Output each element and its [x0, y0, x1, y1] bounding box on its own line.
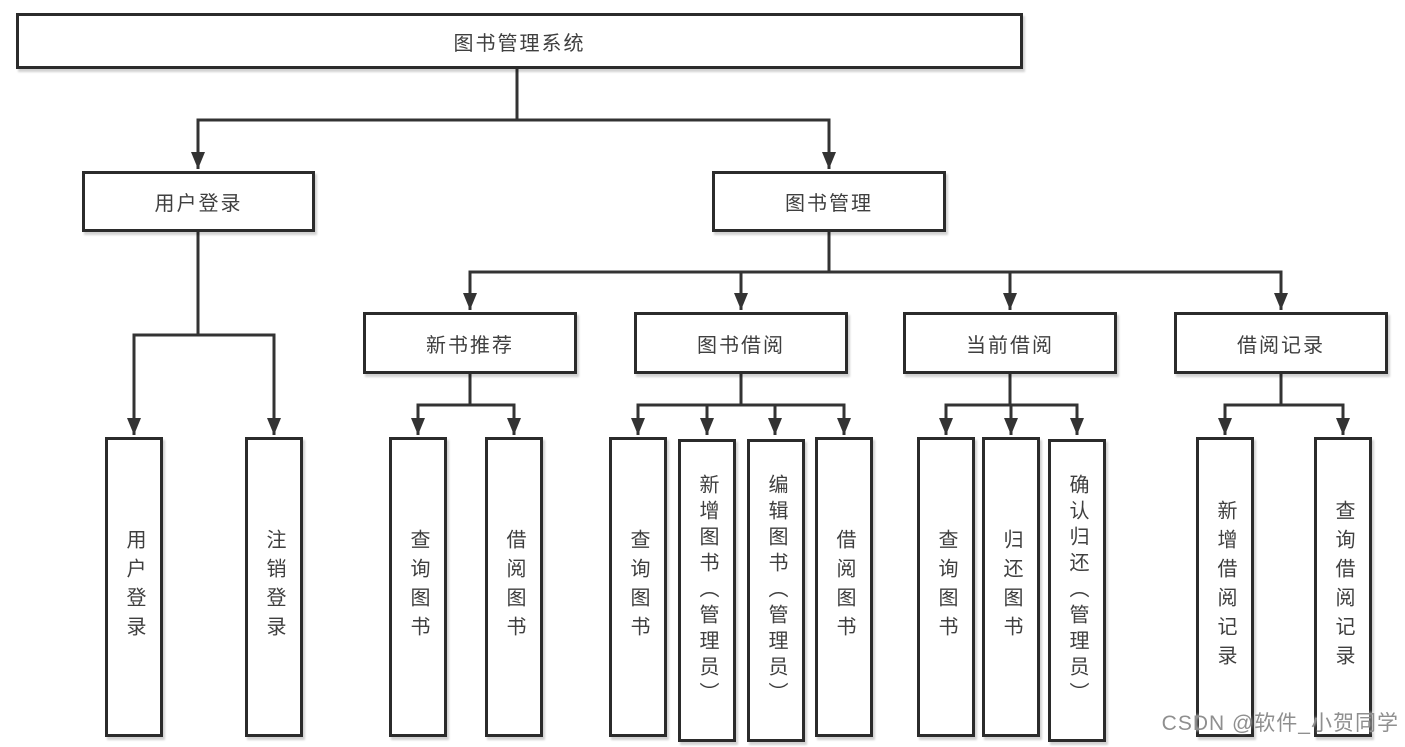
- leaf-newbook-query-books: 查询图书: [389, 437, 447, 737]
- node-borrow-records: 借阅记录: [1174, 312, 1388, 374]
- leaf-borrow-borrow-books: 借阅图书: [815, 437, 873, 737]
- node-book-borrowing: 图书借阅: [634, 312, 848, 374]
- leaf-logout: 注销登录: [245, 437, 303, 737]
- leaf-current-confirm-return-admin: 确认归还（管理员）: [1048, 439, 1106, 742]
- leaf-borrow-edit-books-admin: 编辑图书（管理员）: [747, 439, 805, 742]
- node-system-root: 图书管理系统: [16, 13, 1023, 69]
- node-book-management: 图书管理: [712, 171, 946, 232]
- leaf-borrow-query-books: 查询图书: [609, 437, 667, 737]
- leaf-newbook-borrow-books: 借阅图书: [485, 437, 543, 737]
- node-new-book-recommend: 新书推荐: [363, 312, 577, 374]
- leaf-records-query-record: 查询借阅记录: [1314, 437, 1372, 737]
- leaf-current-query-books: 查询图书: [917, 437, 975, 737]
- node-current-borrowing: 当前借阅: [903, 312, 1117, 374]
- node-user-login: 用户登录: [82, 171, 315, 232]
- watermark: CSDN @软件_小贺同学: [1161, 712, 1399, 735]
- leaf-borrow-add-books-admin: 新增图书（管理员）: [678, 439, 736, 742]
- trunk-lines: [132, 67, 1345, 407]
- leaf-current-return-books: 归还图书: [982, 437, 1040, 737]
- leaf-user-login: 用户登录: [105, 437, 163, 737]
- leaf-records-add-record: 新增借阅记录: [1196, 437, 1254, 737]
